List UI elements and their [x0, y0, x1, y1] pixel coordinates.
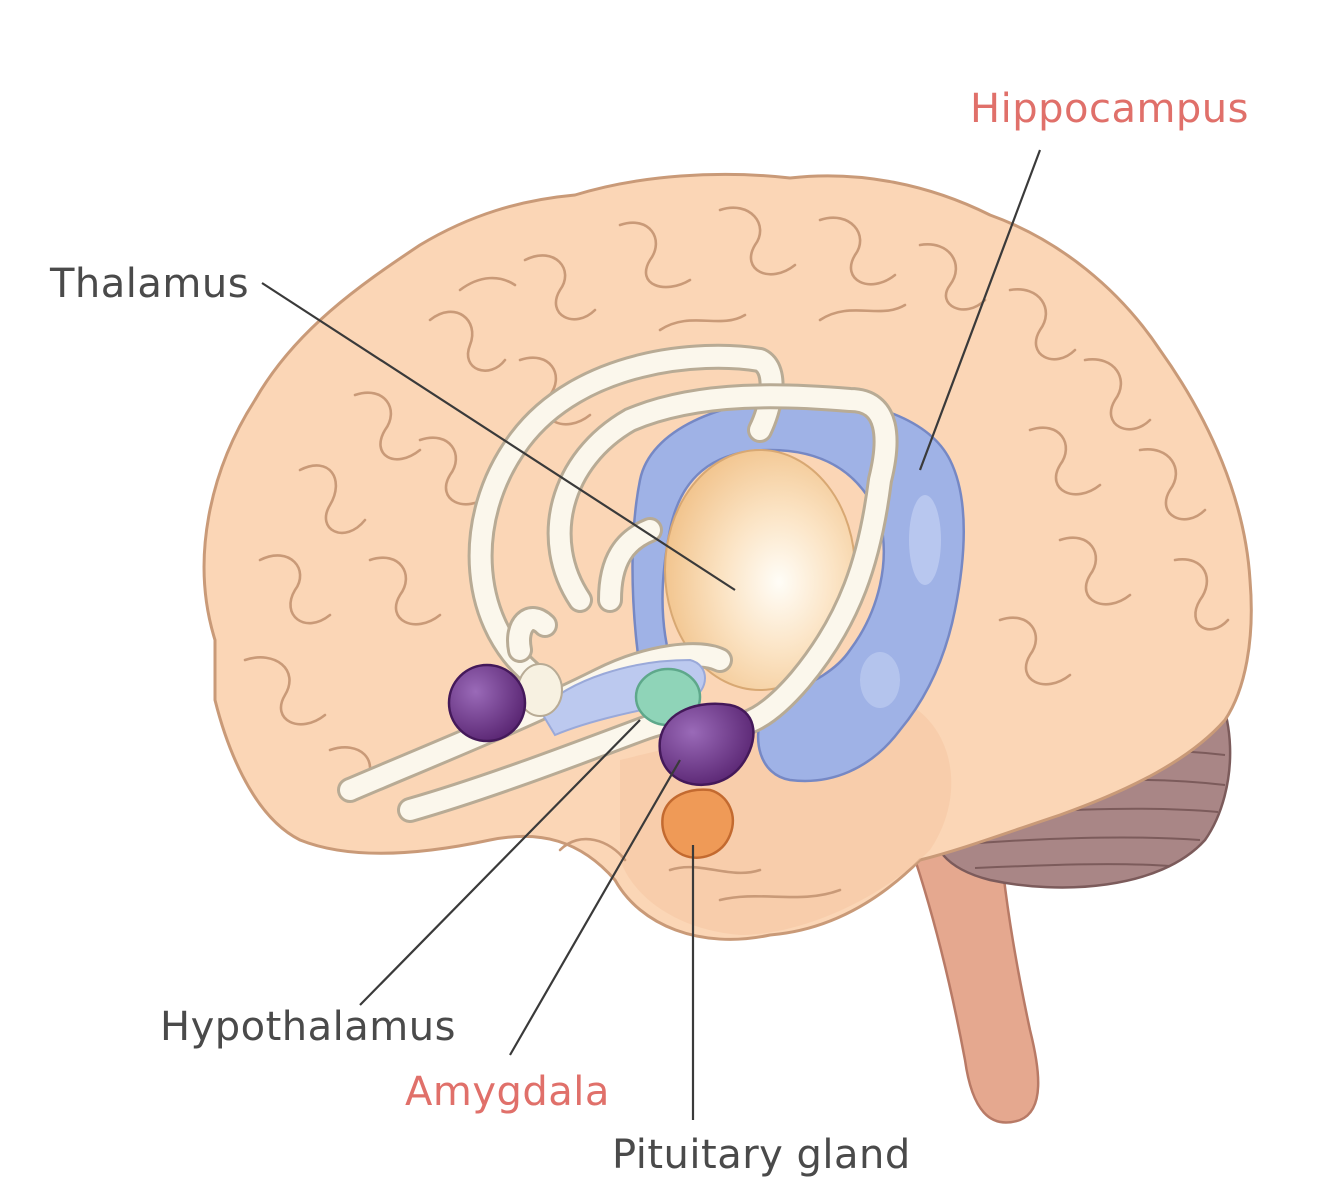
- thalamus-leader: [261, 282, 736, 591]
- hypothalamus-label: Hypothalamus: [160, 1004, 456, 1050]
- hippocampus-highlight: [909, 495, 941, 585]
- amygdala-label: Amygdala: [405, 1069, 610, 1115]
- amygdala-left: [447, 663, 527, 743]
- amygdala-leader: [509, 759, 681, 1056]
- gyri: [243, 206, 1230, 902]
- hippocampus-label: Hippocampus: [970, 86, 1249, 132]
- hippocampus-highlight: [860, 652, 900, 708]
- pituitary-gland: [661, 788, 735, 859]
- hypothalamus-leader: [359, 719, 641, 1006]
- pituitary-label: Pituitary gland: [612, 1132, 911, 1178]
- thalamus-label: Thalamus: [49, 261, 249, 307]
- brain-stem: [903, 828, 1040, 1124]
- hippocampus-leader: [918, 149, 1042, 471]
